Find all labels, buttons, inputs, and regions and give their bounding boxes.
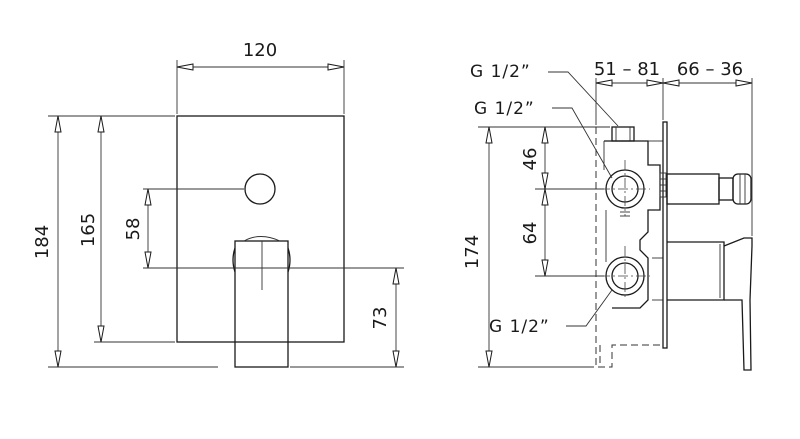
side-view: 51 – 81 66 – 36 174 46 64 G 1/2” G 1/2” …	[462, 59, 753, 371]
inlet-upper	[600, 160, 650, 217]
dim-depth-range-a-label: 51 – 81	[594, 59, 660, 80]
dim-inlet-upper-label: 46	[520, 148, 541, 171]
lever-handle	[667, 237, 753, 371]
thread-label-middle: G 1/2”	[474, 99, 535, 119]
side-cover-plate	[662, 121, 668, 349]
mixer-body	[603, 126, 663, 309]
dim-depth-range-b-label: 66 – 36	[677, 59, 743, 80]
inlet-lower	[600, 246, 650, 300]
outlet-circle	[244, 173, 276, 205]
dim-outlet-offset-label: 58	[123, 218, 144, 241]
thread-label-top: G 1/2”	[470, 62, 531, 82]
dim-body-height-label: 174	[462, 235, 483, 269]
dim-inlet-spacing-label: 64	[520, 222, 541, 245]
dim-plate-height-label: 165	[78, 213, 99, 247]
front-view: 120 184 165 58 73	[32, 40, 404, 368]
cover-plate	[176, 115, 345, 343]
diverter-knob	[659, 172, 752, 205]
thread-label-bottom: G 1/2”	[489, 317, 550, 337]
spout-handle	[232, 236, 291, 368]
dim-width-label: 120	[243, 40, 277, 61]
dim-total-height-label: 184	[32, 225, 53, 259]
dim-spout-height-label: 73	[370, 307, 391, 330]
